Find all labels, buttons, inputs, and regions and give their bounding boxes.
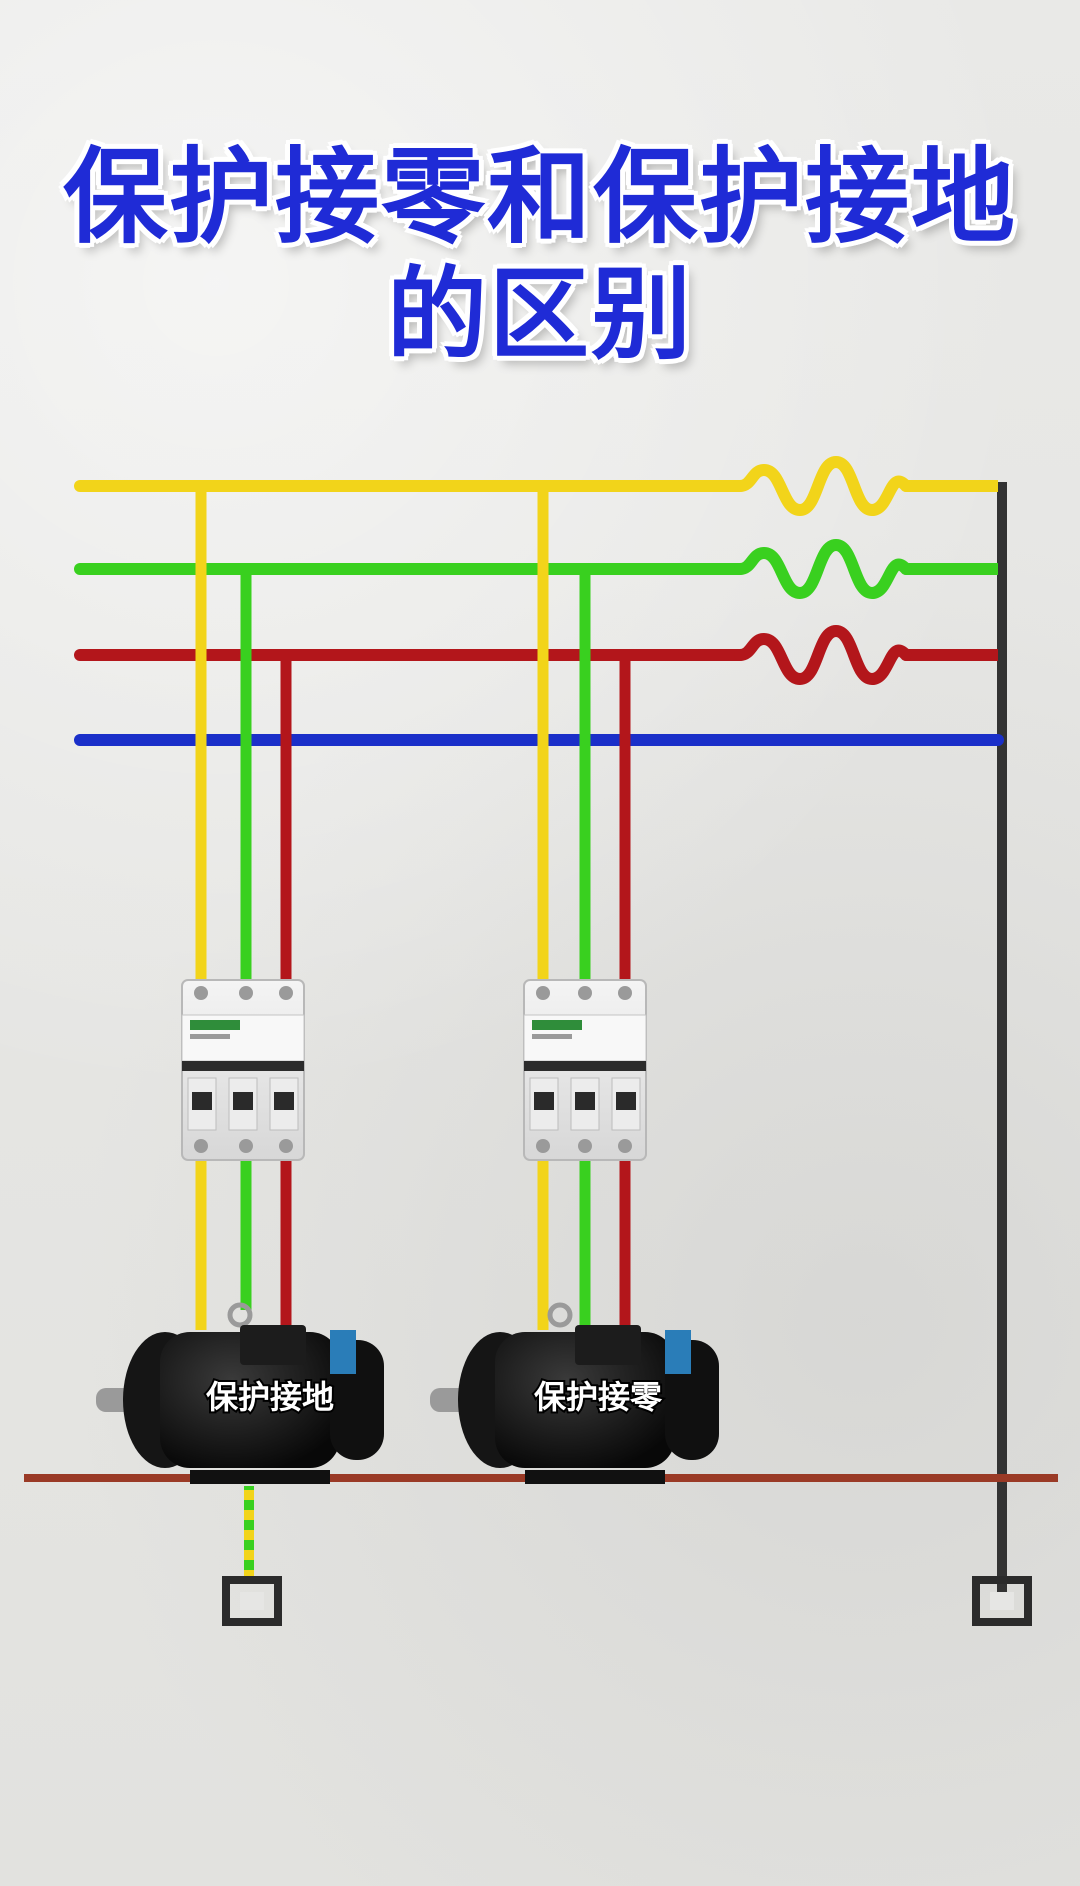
motor-icon: 保护接地 bbox=[96, 1302, 384, 1484]
ground-electrode-icon bbox=[222, 1576, 282, 1626]
motor-1-label: 保护接地 bbox=[206, 1378, 334, 1416]
title-line-2: 的区别 bbox=[387, 256, 693, 373]
title-line-1: 保护接零和保护接地 bbox=[62, 136, 1017, 258]
motor-icon: 保护接零 bbox=[430, 1302, 719, 1484]
transformer-coil-icon bbox=[734, 455, 912, 686]
breaker-icon bbox=[523, 979, 647, 1161]
ground-electrode-icon bbox=[972, 1576, 1032, 1626]
breaker-icon bbox=[181, 979, 305, 1161]
motor-1-earth-wire bbox=[244, 1486, 254, 1582]
branch-2-wires bbox=[537, 486, 631, 1330]
motor-2-label: 保护接零 bbox=[534, 1378, 663, 1416]
branch-1-wires bbox=[195, 486, 292, 1330]
page-title: 保护接零和保护接地 的区别 bbox=[0, 138, 1080, 374]
junctions bbox=[195, 480, 631, 661]
